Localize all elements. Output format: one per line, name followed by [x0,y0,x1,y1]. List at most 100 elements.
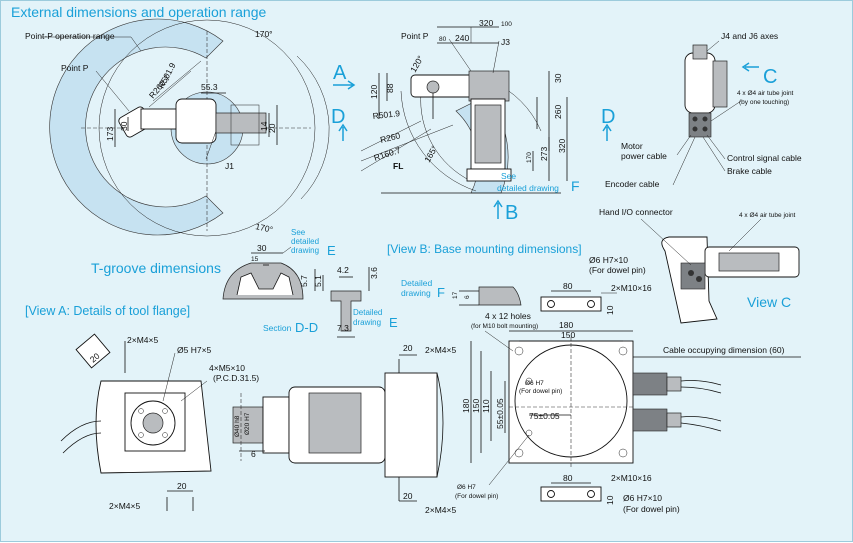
leader-j1 [205,130,217,160]
side-dim-100: 100 [501,21,512,28]
bp-dim-80b: 80 [563,473,573,483]
arrow-d-right-icon [602,123,612,141]
bp-cable: Cable occupying dimension (60) [663,345,785,355]
label-point-p: Point P [61,63,89,73]
flange-view: 2×M4×5 20 Ø5 H7×5 4×M5×10 (P.C.D.31.5) 2… [60,333,259,511]
tg-dim-36: 3.6 [369,267,379,279]
flange-inner [142,412,164,434]
tg-dim-15: 15 [251,256,259,263]
arm1-top [215,112,267,134]
flange-side [232,406,264,444]
label-j4-j6: J4 and J6 axes [721,31,778,41]
bf-drawing: drawing [401,288,431,298]
side-j3: J3 [501,37,510,47]
side-dim-273: 273 [539,147,549,161]
label-point-p-range: Point-P operation range [25,31,115,41]
title-external: External dimensions and operation range [11,4,266,20]
tg-dim-30: 30 [257,243,267,253]
operation-range-area [49,18,224,236]
side-see: See [501,171,516,181]
arrow-c-icon [741,62,759,72]
side-dim-120: 120 [369,85,379,99]
bf-detailed: Detailed [401,278,432,288]
label-air-joint: 4 x Ø4 air tube joint [737,90,794,97]
marker-b: B [505,202,518,224]
hand-io-connector [680,262,706,290]
marker-e-bottom: E [389,315,398,330]
side-dim-260: 260 [553,105,563,119]
side-dim-88: 88 [385,83,395,93]
bp-dim-180: 180 [559,320,573,330]
side-point-p: Point P [401,31,429,41]
bf-dim-17: 17 [452,291,459,299]
side-view: Point P J3 320 100 80 240 120 88 120° 30… [360,18,580,194]
tg-drawing2: drawing [353,318,381,327]
bp-m10b: 2×M10×16 [611,473,652,483]
bp-d6h7b: Ø6 H7 [457,484,476,491]
marker-e-top: E [327,243,336,258]
tgroove-section: 30 15 5.7 5.1 4.2 3.6 7.3 See detailed d… [222,228,398,338]
bf-dowel1b: (For dowel pin) [589,265,646,275]
side-dim-320v: 320 [557,139,567,153]
dim-173: 173 [105,127,115,141]
tg-dim-73: 7.3 [337,323,349,333]
angle-top: 170° [255,29,273,39]
view-c-top: J4 and J6 axes 4 x Ø4 air tube joint (by… [605,31,802,189]
leader-point-p [95,70,130,112]
dim-30: 30 [119,121,129,131]
side-dim-80: 80 [439,36,447,43]
cable-connector-upper [632,372,668,396]
arrow-a-icon [333,80,356,90]
fl-dim-20h7: Ø20 H7 [244,412,251,435]
tg-detailed2: Detailed [353,308,382,317]
dim-14: 14 [259,121,269,131]
dowel-bar-top [540,296,602,312]
title-tgroove: T-groove dimensions [91,260,221,276]
fl-dim-40: Ø40 h8 [234,415,241,437]
connector-block-c [688,112,712,138]
label-brake: Brake cable [727,166,772,176]
bf-dowel1: Ø6 H7×10 [589,255,628,265]
bf-m10: 2×M10×16 [611,283,652,293]
bp-dowel-hole-b: (For dowel pin) [455,493,498,500]
bp-dowel2b: (For dowel pin) [623,504,680,514]
fl-m4-4: 2×M4×5 [425,505,456,515]
marker-c: C [763,66,777,88]
bp-dim-110: 110 [481,399,491,413]
fl-dim-6: 6 [251,449,256,459]
marker-dd: D-D [295,320,318,335]
bf-dim-80: 80 [563,281,573,291]
marker-a: A [333,62,347,84]
fl-dim-20c: 20 [177,481,187,491]
bp-dim-180v: 180 [461,399,471,413]
dim-55: 55.3 [201,82,218,92]
bp-dim-55: 55±0.05 [495,398,505,429]
base-top [175,98,217,144]
bp-dim-150v: 150 [471,399,481,413]
title-view-b: [View B: Base mounting dimensions] [387,242,582,256]
column-c [684,52,716,114]
bp-dim-150: 150 [561,330,575,340]
angle-bottom: 170° [255,221,274,234]
fl-m4-2: 2×M4×5 [425,345,456,355]
marker-f-side: F [571,178,580,194]
label-j1: J1 [225,161,234,171]
arrow-b-icon [493,199,503,219]
marker-d-right: D [601,106,615,128]
tg-dim-42: 4.2 [337,265,349,275]
side-dim-30: 30 [553,73,563,83]
bp-dim-10b: 10 [605,495,615,505]
tg-drawing: drawing [291,246,319,255]
fl-m5: 4×M5×10 [209,363,245,373]
fl-dim-20b: 20 [403,343,413,353]
dowel-bar-bottom [540,486,602,502]
fl-5h7: Ø5 H7×5 [177,345,212,355]
side-angle-165: 165° [422,144,439,164]
fl-dim-20d: 20 [403,491,413,501]
label-encoder: Encoder cable [605,179,660,189]
base-outline [230,104,260,146]
base-detail-f: Detailed drawing F 17 6 Ø6 H7×10 (For do… [401,255,652,315]
bp-holes-b: (for M10 bolt mounting) [471,323,538,330]
arm-side-lower: 6 Ø40 h8 Ø20 H7 20 2×M4×5 20 2×M4×5 [232,343,456,515]
